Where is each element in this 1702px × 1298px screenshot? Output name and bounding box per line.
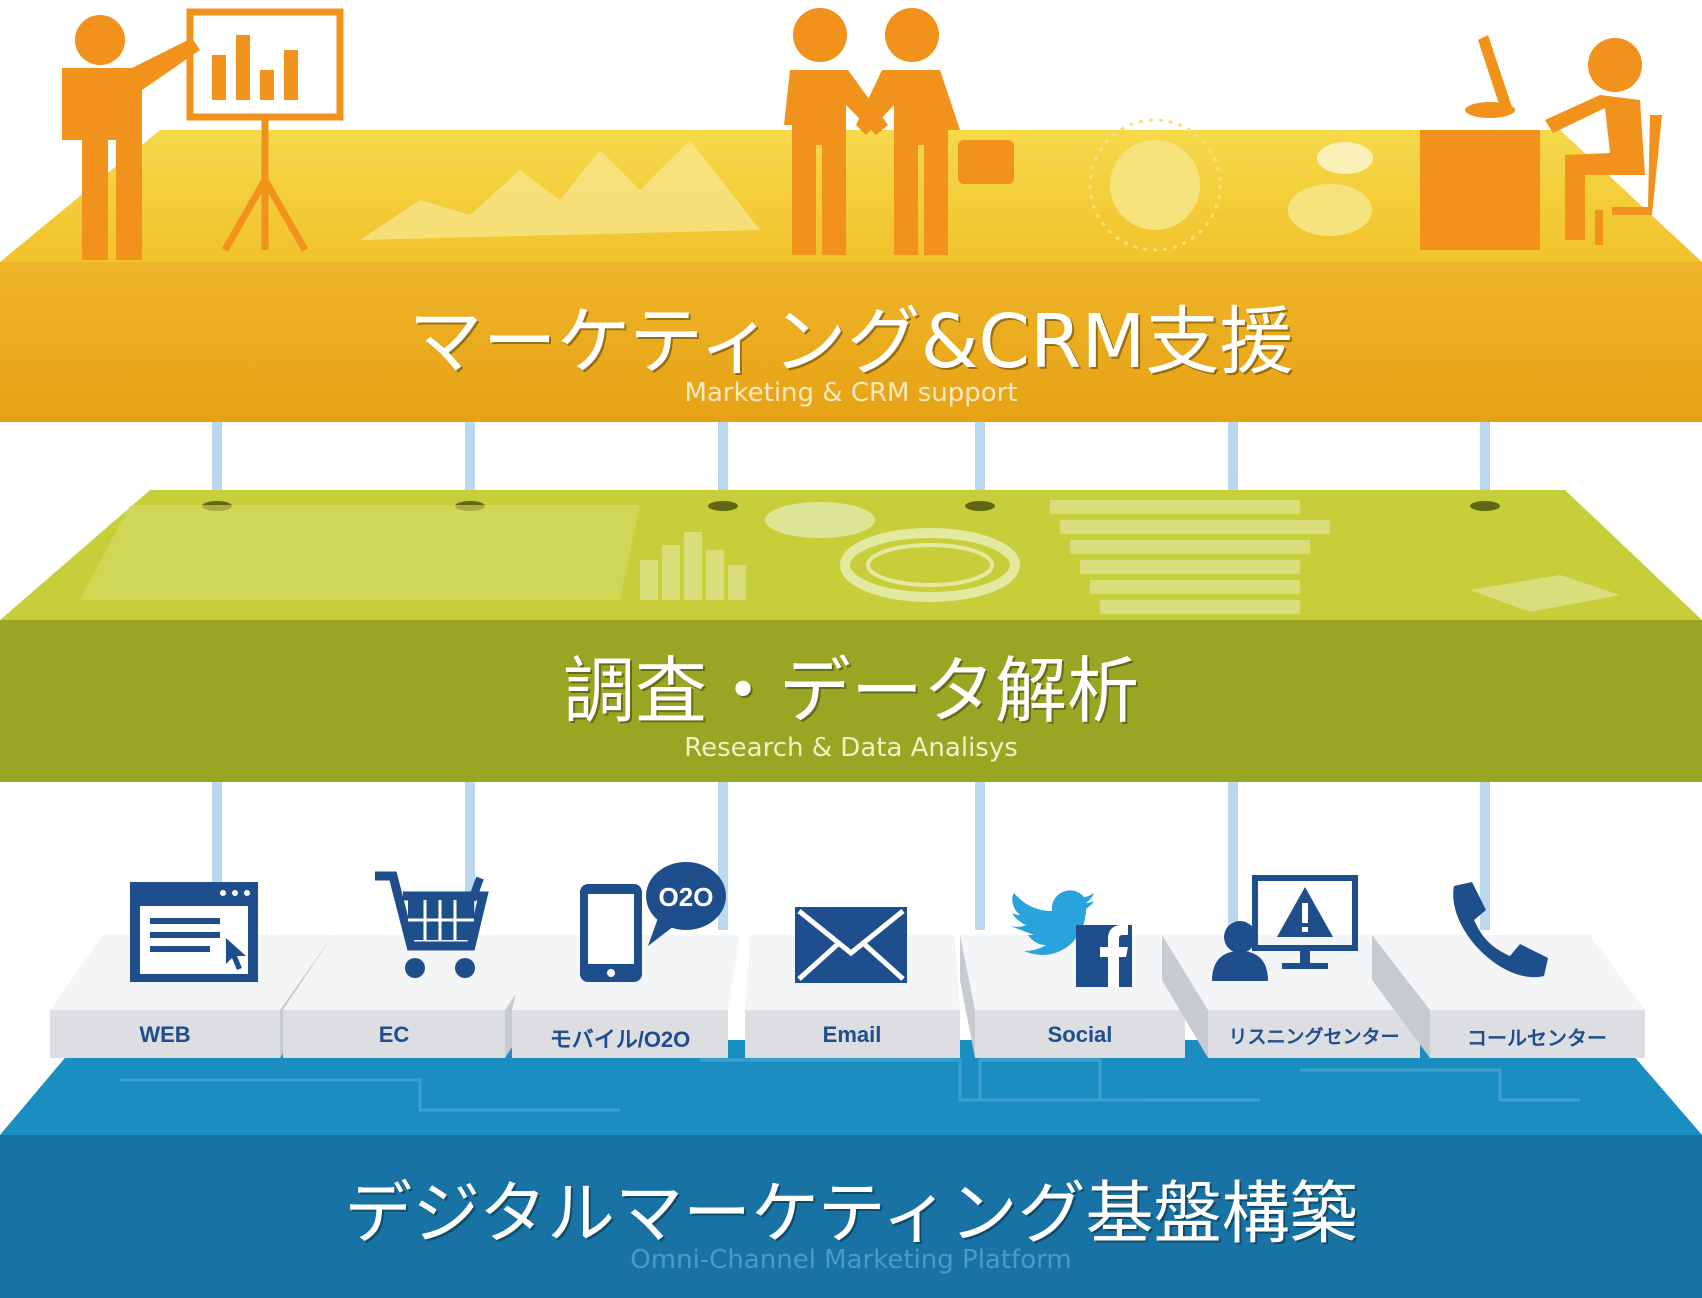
twitter-facebook-icon xyxy=(1008,890,1132,987)
channel-label-listening: リスニングセンター xyxy=(1228,1027,1400,1048)
desk-worker-pictogram xyxy=(1420,35,1662,250)
channel-label-email: Email xyxy=(822,1022,882,1047)
channel-label-callcenter: コールセンター xyxy=(1467,1028,1607,1050)
phone-icon xyxy=(1453,882,1548,978)
smartphone-o2o-icon: O2O xyxy=(580,862,726,982)
monitor-alert-icon xyxy=(1212,875,1358,981)
presenter-pictogram xyxy=(62,8,344,260)
browser-window-icon xyxy=(130,882,258,982)
o2o-badge-text: O2O xyxy=(659,882,714,912)
research-subtitle: Research & Data Analisys xyxy=(684,733,1018,763)
research-layer xyxy=(0,490,1702,782)
research-title: 調査・データ解析 xyxy=(562,649,1139,733)
marketing-subtitle: Marketing & CRM support xyxy=(684,378,1018,408)
channel-block-callcenter xyxy=(1372,935,1645,1058)
envelope-icon xyxy=(795,907,907,983)
handshake-pictogram xyxy=(784,8,1014,255)
platform-subtitle: Omni-Channel Marketing Platform xyxy=(630,1245,1072,1275)
shopping-cart-icon xyxy=(375,871,489,978)
channel-label-ec: EC xyxy=(378,1022,410,1047)
channel-label-web: WEB xyxy=(139,1022,191,1047)
platform-title: デジタルマーケティング基盤構築 xyxy=(344,1175,1358,1254)
channel-label-mobile: モバイル/O2O xyxy=(549,1027,691,1052)
channel-label-social: Social xyxy=(1047,1022,1113,1047)
marketing-title: マーケティング&CRM支援 xyxy=(408,299,1294,385)
marketing-layer xyxy=(0,118,1702,422)
